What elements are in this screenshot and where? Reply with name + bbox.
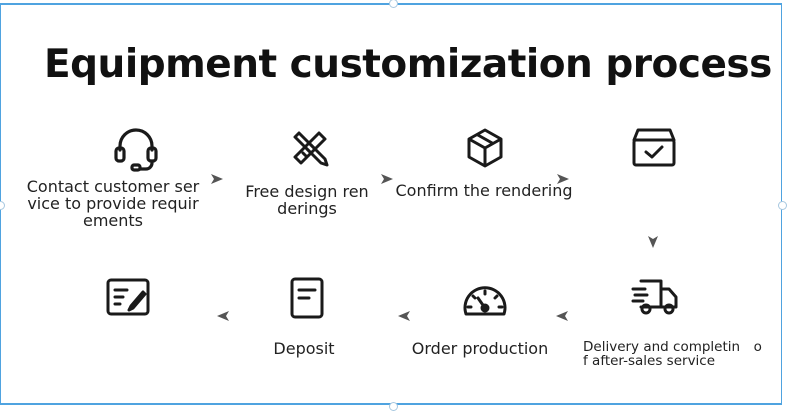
delivery-truck-icon [631,277,679,317]
page-title: Equipment customization process [44,42,772,87]
arrow-left-icon [555,308,569,327]
design-tools-icon [289,127,331,169]
gauge-icon [460,280,510,318]
resize-handle-right[interactable] [778,201,787,210]
step-label-order-production: Order production [411,339,549,358]
arrow-left-icon [216,308,230,327]
resize-handle-top[interactable] [389,0,398,8]
edit-form-icon [105,276,153,318]
document-icon [288,276,326,320]
step-label-free-design: Free design ren derings [245,182,369,218]
arrow-down-icon [646,234,660,253]
step-label-contact: Contact customer ser vice to provide req… [26,177,200,230]
step-label-confirm: Confirm the rendering [395,181,573,200]
arrow-right-icon [380,171,394,190]
box-check-icon [631,126,677,168]
cube-icon [463,126,507,170]
step-label-delivery: Delivery and completin o f after-sales s… [583,339,762,369]
headset-icon [112,124,160,172]
arrow-right-icon [210,171,224,190]
resize-handle-bottom[interactable] [389,402,398,411]
step-label-deposit: Deposit [273,339,335,358]
arrow-left-icon [397,308,411,327]
arrow-right-icon [556,171,570,190]
resize-handle-left[interactable] [0,201,5,210]
